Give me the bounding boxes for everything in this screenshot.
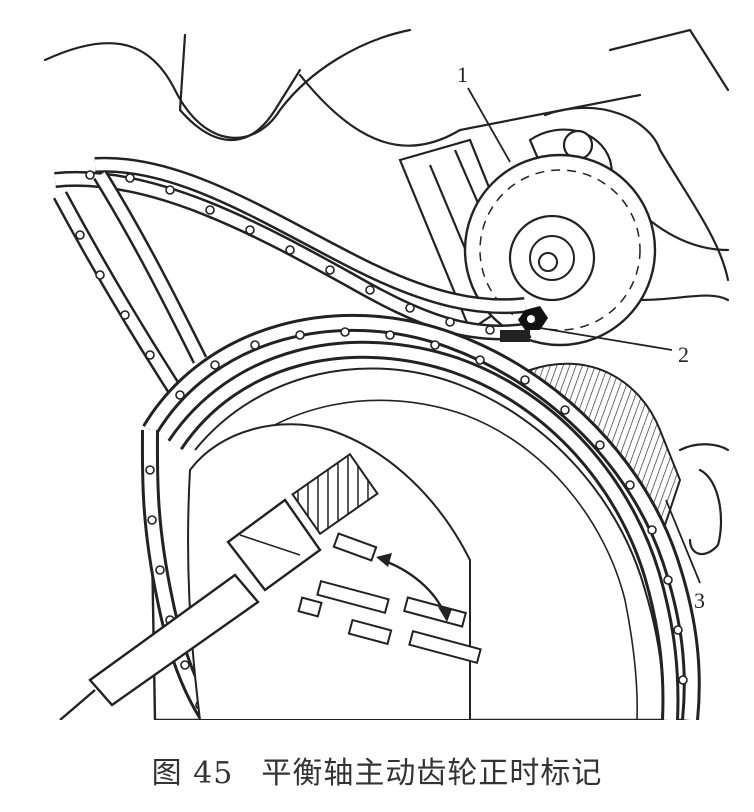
sprocket-hub: [187, 423, 482, 720]
leader-3: [665, 499, 701, 584]
figure-caption: 图 45 平衡轴主动齿轮正时标记: [0, 748, 754, 792]
leader-1: [467, 87, 511, 163]
figure-number: 图 45: [151, 756, 234, 791]
figure-title: 平衡轴主动齿轮正时标记: [261, 756, 603, 791]
callout-leaders: [467, 87, 701, 584]
timing-mark-illustration: 1 2 3: [43, 28, 730, 720]
timing-chain-upper-links: [75, 170, 495, 360]
balance-shaft-gear: [463, 153, 657, 347]
wrench-tool: [59, 452, 379, 720]
timing-mark-link: [500, 306, 548, 342]
timing-chain-upper: [52, 156, 532, 395]
callout-1: 1: [457, 62, 468, 87]
leader-2: [539, 327, 673, 351]
rotation-arrow: [376, 553, 452, 622]
callout-2: 2: [678, 342, 689, 367]
callout-3: 3: [694, 588, 705, 613]
